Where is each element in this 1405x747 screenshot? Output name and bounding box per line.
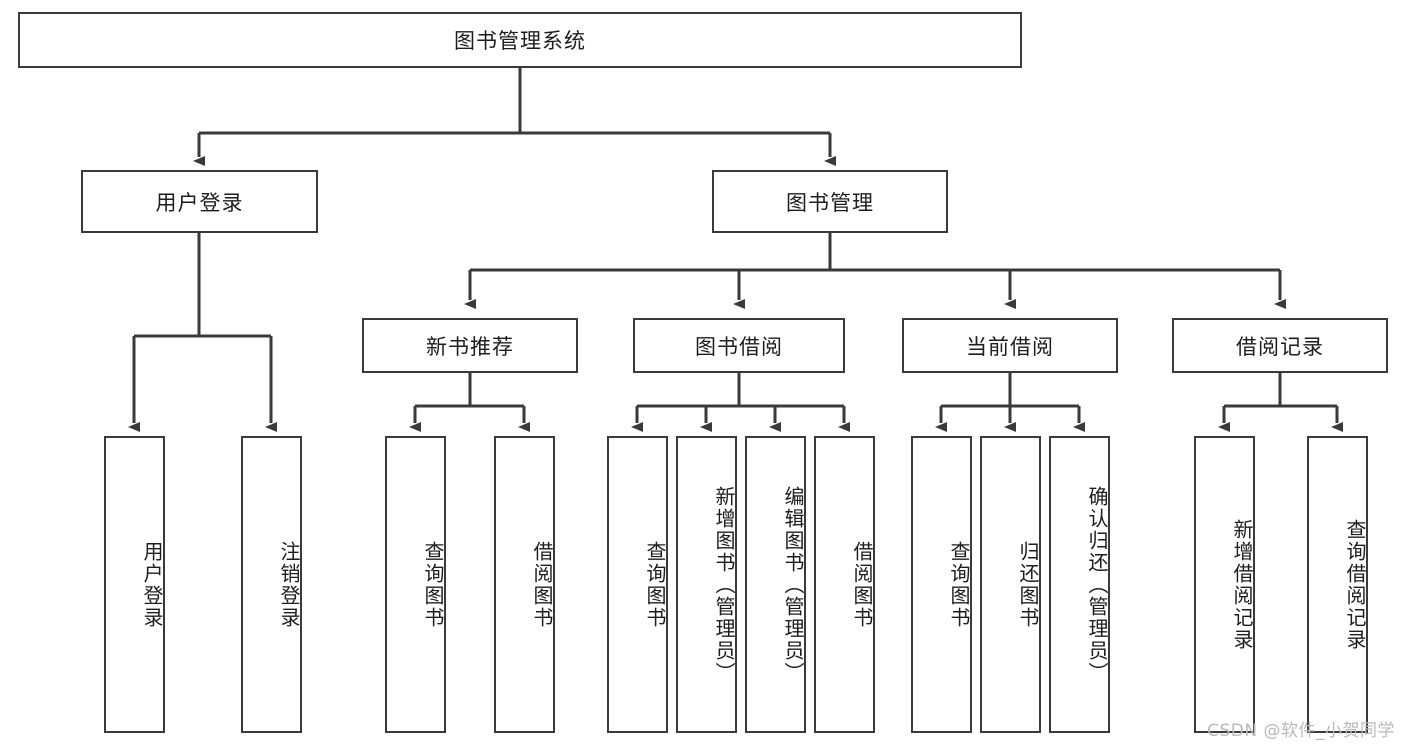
leaf-borrow-add-book-label: 新增图书（管理员） — [712, 485, 736, 684]
node-new-book-recommend-label: 新书推荐 — [426, 334, 514, 359]
leaf-current-return-label: 归还图书 — [1016, 540, 1040, 629]
leaf-record-query-label: 查询借阅记录 — [1343, 518, 1367, 651]
node-borrow-record[interactable]: 借阅记录 — [1172, 318, 1388, 373]
leaf-current-confirm-return-label: 确认归还（管理员） — [1085, 485, 1109, 684]
leaf-user-login-logout[interactable]: 注销登录 — [241, 436, 302, 733]
leaf-new-book-borrow[interactable]: 借阅图书 — [494, 436, 555, 733]
node-book-borrow-label: 图书借阅 — [695, 334, 783, 359]
node-user-login[interactable]: 用户登录 — [81, 170, 318, 233]
leaf-borrow-query[interactable]: 查询图书 — [607, 436, 668, 733]
node-current-borrow-label: 当前借阅 — [966, 334, 1054, 359]
csdn-watermark: CSDN @软件_小贺同学 — [1207, 721, 1395, 741]
node-root-label: 图书管理系统 — [454, 29, 586, 53]
node-user-login-label: 用户登录 — [155, 190, 244, 215]
node-new-book-recommend[interactable]: 新书推荐 — [362, 318, 578, 373]
leaf-borrow-edit-book-label: 编辑图书（管理员） — [781, 485, 805, 684]
leaf-current-confirm-return[interactable]: 确认归还（管理员） — [1049, 436, 1110, 733]
leaf-current-query-label: 查询图书 — [947, 540, 971, 629]
leaf-borrow-query-label: 查询图书 — [643, 540, 667, 629]
node-borrow-record-label: 借阅记录 — [1236, 334, 1324, 359]
node-book-management[interactable]: 图书管理 — [712, 170, 948, 233]
leaf-borrow-edit-book[interactable]: 编辑图书（管理员） — [745, 436, 806, 733]
leaf-borrow-borrow-book[interactable]: 借阅图书 — [814, 436, 875, 733]
leaf-record-add[interactable]: 新增借阅记录 — [1194, 436, 1255, 733]
node-book-management-label: 图书管理 — [786, 190, 874, 215]
leaf-borrow-borrow-book-label: 借阅图书 — [850, 540, 874, 629]
leaf-new-book-borrow-label: 借阅图书 — [530, 540, 554, 629]
node-current-borrow[interactable]: 当前借阅 — [902, 318, 1118, 373]
leaf-user-login-logout-label: 注销登录 — [277, 540, 301, 629]
leaf-borrow-add-book[interactable]: 新增图书（管理员） — [676, 436, 737, 733]
leaf-new-book-query-label: 查询图书 — [421, 540, 445, 629]
leaf-current-query[interactable]: 查询图书 — [911, 436, 972, 733]
leaf-record-add-label: 新增借阅记录 — [1230, 518, 1254, 651]
leaf-user-login-login-label: 用户登录 — [140, 540, 164, 629]
node-root[interactable]: 图书管理系统 — [18, 12, 1022, 68]
node-book-borrow[interactable]: 图书借阅 — [633, 318, 845, 373]
leaf-user-login-login[interactable]: 用户登录 — [104, 436, 165, 733]
leaf-record-query[interactable]: 查询借阅记录 — [1307, 436, 1368, 733]
leaf-current-return[interactable]: 归还图书 — [980, 436, 1041, 733]
leaf-new-book-query[interactable]: 查询图书 — [385, 436, 446, 733]
